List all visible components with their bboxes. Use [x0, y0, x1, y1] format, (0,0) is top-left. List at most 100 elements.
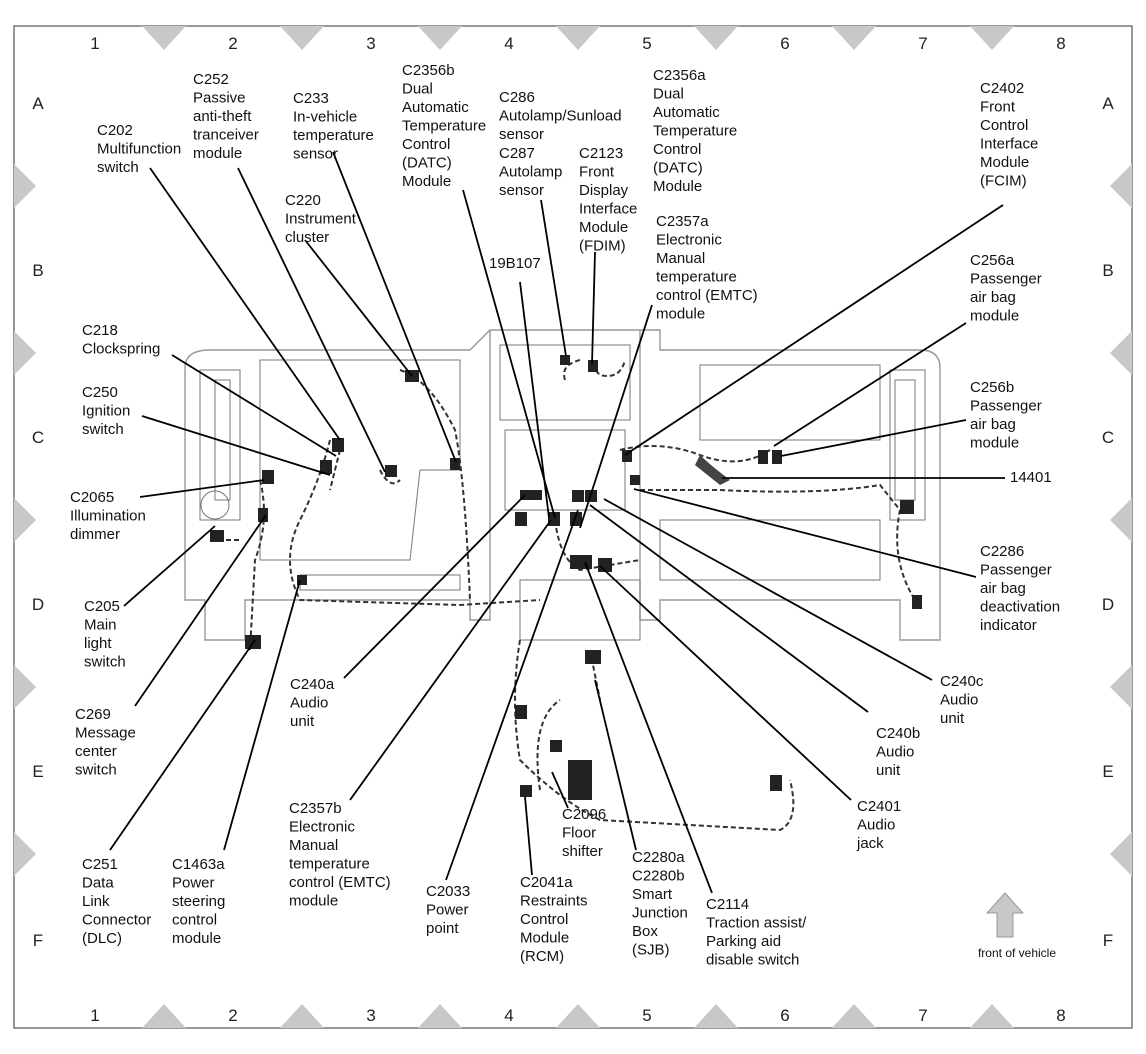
- callout-text-line: cluster: [285, 229, 329, 246]
- callout-text-line: control: [172, 912, 217, 929]
- column-number-top: 7: [918, 34, 927, 53]
- callout-text-line: dimmer: [70, 526, 120, 543]
- column-number-top: 4: [504, 34, 513, 53]
- column-number-top: 1: [90, 34, 99, 53]
- grid-marker-right: [1110, 331, 1132, 375]
- callout-text-line: Front: [579, 164, 615, 181]
- callout-text-line: air bag: [970, 416, 1016, 433]
- grid-marker-top: [556, 26, 600, 50]
- callout-text-line: Temperature: [402, 118, 486, 135]
- grid-marker-right: [1110, 498, 1132, 542]
- callout-text-line: Manual: [656, 250, 705, 267]
- grid-marker-left: [14, 832, 36, 876]
- callout-text-line: Passenger: [970, 271, 1042, 288]
- callout-text-line: Clockspring: [82, 341, 160, 358]
- callout-text-line: Audio: [290, 695, 328, 712]
- callout-text-line: Main: [84, 617, 117, 634]
- callout-text-line: Multifunction: [97, 141, 181, 158]
- callout-text-line: unit: [876, 762, 901, 779]
- leader-line-c2280: [594, 679, 637, 851]
- callout-text-line: Control: [980, 117, 1028, 134]
- diagram-border: [13, 25, 1133, 1029]
- grid-marker-bottom: [280, 1004, 324, 1028]
- front-of-vehicle-label: front of vehicle: [978, 946, 1056, 960]
- callout-text-line: C250: [82, 384, 118, 401]
- grid-marker-left: [14, 665, 36, 709]
- column-number-bottom: 7: [918, 1006, 927, 1025]
- leader-line-c287: [540, 199, 567, 357]
- callout-text-line: Electronic: [289, 819, 355, 836]
- callout-text-line: C2401: [857, 798, 901, 815]
- leader-line-c218: [171, 354, 337, 457]
- callout-text-line: temperature: [656, 269, 737, 286]
- callout-text-line: Interface: [980, 136, 1038, 153]
- callout-text-line: Control: [402, 136, 450, 153]
- front-of-vehicle-indicator: front of vehicle: [978, 892, 1056, 960]
- callout-text-line: switch: [75, 762, 117, 779]
- callout-text-line: Module: [653, 178, 702, 195]
- callout-text-line: tranceiver: [193, 127, 259, 144]
- leader-line-c2041a: [524, 796, 533, 876]
- callout-text-line: Passenger: [970, 398, 1042, 415]
- callout-text-line: Module: [579, 219, 628, 236]
- callout-text-line: Dual: [653, 86, 684, 103]
- leader-line-c2356b: [462, 189, 556, 519]
- callout-text-line: C240c: [940, 673, 984, 690]
- leader-line-c256b: [780, 419, 967, 457]
- callout-text-line: control (EMTC): [656, 287, 758, 304]
- callout-text-line: C287: [499, 145, 535, 162]
- row-letter-left: B: [32, 261, 43, 280]
- callout-text-line: center: [75, 743, 117, 760]
- callout-text-line: switch: [82, 421, 124, 438]
- callout-text-line: C2356b: [402, 62, 455, 79]
- callout-text-line: Automatic: [402, 99, 469, 116]
- column-number-bottom: 2: [228, 1006, 237, 1025]
- callout-text-line: Power: [426, 902, 469, 919]
- callout-text-line: steering: [172, 893, 225, 910]
- leader-line-c2114: [584, 561, 713, 894]
- callout-text-line: Ignition: [82, 403, 130, 420]
- row-letter-right: D: [1102, 595, 1114, 614]
- grid-marker-top: [280, 26, 324, 50]
- callout-text-line: C252: [193, 71, 229, 88]
- callout-text-line: module: [970, 308, 1019, 325]
- callout-text-line: switch: [84, 654, 126, 671]
- grid-marker-right: [1110, 665, 1132, 709]
- column-number-bottom: 4: [504, 1006, 513, 1025]
- column-number-bottom: 1: [90, 1006, 99, 1025]
- callout-text-line: switch: [97, 159, 139, 176]
- callout-text-line: module: [172, 930, 221, 947]
- column-number-top: 2: [228, 34, 237, 53]
- callout-text-line: C256a: [970, 252, 1015, 269]
- callout-text-line: control (EMTC): [289, 874, 391, 891]
- callout-19b107: 19B107: [489, 255, 541, 272]
- leader-line-c2096: [551, 771, 569, 809]
- row-letter-left: A: [32, 94, 44, 113]
- callout-text-line: C2065: [70, 489, 114, 506]
- callout-text-line: Link: [82, 893, 110, 910]
- leader-line-c2033: [445, 509, 579, 881]
- callout-text-line: (FCIM): [980, 173, 1027, 190]
- callout-text-line: C2114: [706, 896, 749, 913]
- callout-c2356a: C2356aDualAutomaticTemperatureControl(DA…: [653, 67, 737, 195]
- callout-text-line: In-vehicle: [293, 109, 357, 126]
- callout-text-line: C218: [82, 322, 118, 339]
- leader-line-c2123: [591, 251, 596, 365]
- leader-line-c240a: [343, 494, 526, 679]
- grid-marker-bottom: [970, 1004, 1014, 1028]
- grid-marker-left: [14, 498, 36, 542]
